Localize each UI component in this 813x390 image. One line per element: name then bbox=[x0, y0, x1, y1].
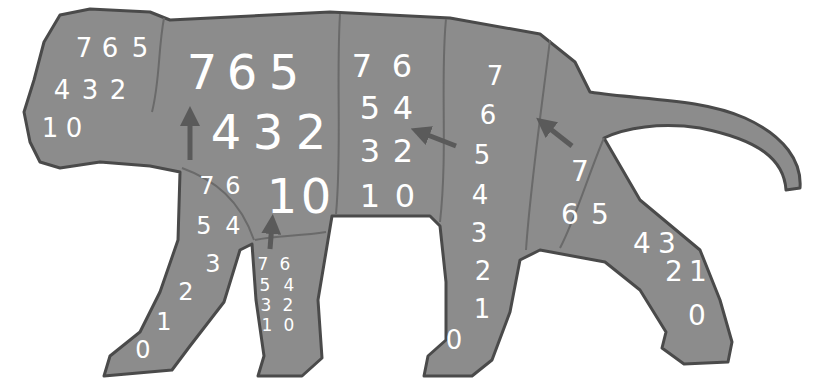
region-number: 1 bbox=[360, 180, 380, 212]
direction-arrows bbox=[190, 116, 572, 249]
region-number: 2 bbox=[178, 280, 193, 304]
region-number: 5 bbox=[269, 48, 300, 96]
region-number: 2 bbox=[296, 108, 327, 156]
region-number: 3 bbox=[471, 220, 488, 246]
region-number: 2 bbox=[393, 135, 413, 167]
region-number: 7 bbox=[187, 48, 218, 96]
region-number: 6 bbox=[225, 174, 240, 198]
region-number: 4 bbox=[225, 214, 240, 238]
region-number: 4 bbox=[472, 182, 489, 208]
region-number: 5 bbox=[196, 214, 211, 238]
region-number: 6 bbox=[227, 48, 258, 96]
region-number: 5 bbox=[132, 35, 149, 61]
region-number: 5 bbox=[591, 201, 609, 229]
region-number: 6 bbox=[102, 35, 119, 61]
region-number: 7 bbox=[487, 63, 504, 89]
region-number: 5 bbox=[474, 142, 491, 168]
region-number: 0 bbox=[688, 302, 706, 330]
region-number: 0 bbox=[395, 180, 415, 212]
region-number: 7 bbox=[199, 174, 214, 198]
region-number: 1 bbox=[262, 317, 273, 334]
region-number: 1 bbox=[156, 310, 171, 334]
region-number: 4 bbox=[284, 277, 295, 294]
region-borders bbox=[152, 14, 604, 250]
region-number: 3 bbox=[205, 252, 220, 276]
region-number: 0 bbox=[301, 172, 332, 220]
region-number: 4 bbox=[54, 77, 71, 103]
region-number: 0 bbox=[446, 327, 463, 353]
region-number: 6 bbox=[280, 256, 291, 273]
region-number: 0 bbox=[284, 317, 295, 334]
region-number: 7 bbox=[352, 50, 372, 82]
region-number: 6 bbox=[561, 201, 579, 229]
region-number: 1 bbox=[689, 258, 707, 286]
region-number: 1 bbox=[42, 115, 59, 141]
region-number: 6 bbox=[392, 50, 412, 82]
tiger-silhouette bbox=[24, 9, 800, 376]
region-number: 7 bbox=[76, 35, 93, 61]
region-number: 0 bbox=[66, 115, 83, 141]
region-number: 3 bbox=[253, 108, 284, 156]
region-number: 4 bbox=[633, 230, 651, 258]
region-number: 7 bbox=[258, 256, 269, 273]
region-number: 2 bbox=[665, 258, 683, 286]
region-number: 0 bbox=[135, 338, 150, 362]
region-number: 3 bbox=[658, 230, 676, 258]
region-number: 5 bbox=[260, 277, 271, 294]
region-number: 3 bbox=[360, 135, 380, 167]
region-number: 3 bbox=[261, 297, 272, 314]
region-number: 1 bbox=[474, 296, 491, 322]
region-number: 1 bbox=[267, 172, 298, 220]
region-number: 4 bbox=[211, 108, 242, 156]
region-number: 4 bbox=[393, 92, 413, 124]
region-number: 2 bbox=[475, 258, 492, 284]
region-number: 3 bbox=[82, 77, 99, 103]
region-number: 5 bbox=[360, 92, 380, 124]
region-number: 6 bbox=[480, 102, 497, 128]
region-number: 2 bbox=[283, 297, 294, 314]
region-number: 2 bbox=[110, 77, 127, 103]
region-number: 7 bbox=[571, 158, 589, 186]
